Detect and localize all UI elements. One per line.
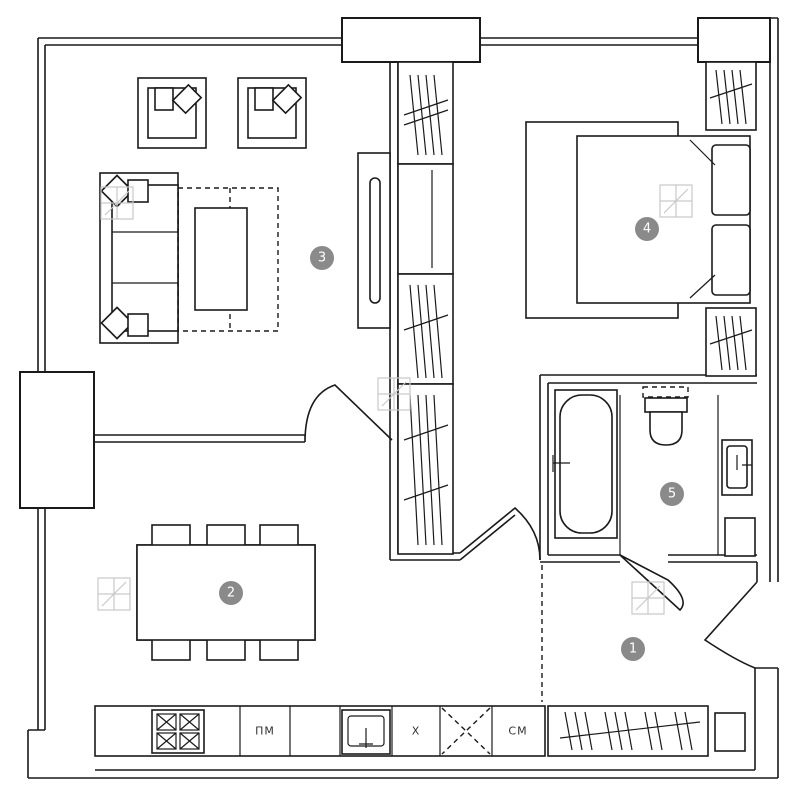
svg-text:5: 5 — [668, 487, 676, 502]
room-badge-4: 4 — [635, 217, 659, 241]
room-badge-5: 5 — [660, 482, 684, 506]
armchair-2 — [237, 77, 307, 149]
coffee-table — [194, 207, 248, 311]
bed — [525, 121, 751, 319]
wardrobe-hallway — [547, 705, 746, 757]
hob-cross-icon — [441, 707, 491, 755]
washbasin — [721, 439, 753, 496]
bathtub — [552, 389, 618, 539]
wardrobe-upper — [397, 61, 454, 555]
fridge-label: Х — [412, 725, 421, 738]
bathroom-cabinet — [724, 517, 756, 557]
washer-label: СМ — [508, 725, 527, 738]
room-badge-3: 3 — [310, 246, 334, 270]
svg-text:4: 4 — [643, 222, 651, 237]
column-bottom-left — [27, 729, 45, 778]
wardrobe-bedroom — [705, 61, 757, 377]
sofa — [99, 172, 179, 344]
room-badge-1: 1 — [621, 637, 645, 661]
watermark-icon — [97, 184, 693, 615]
armchair-1 — [137, 77, 207, 149]
svg-text:2: 2 — [227, 586, 235, 601]
room-badge-2: 2 — [219, 581, 243, 605]
dishwasher-label: ПМ — [255, 725, 275, 738]
column-left — [19, 371, 95, 509]
column-top-right — [697, 17, 771, 63]
tv-unit — [357, 152, 391, 329]
stove-icon — [151, 709, 205, 754]
toilet — [642, 386, 689, 446]
svg-text:1: 1 — [629, 642, 637, 657]
svg-text:3: 3 — [318, 251, 326, 266]
sink-icon — [341, 709, 391, 755]
column-top — [341, 17, 481, 63]
rug — [177, 187, 279, 332]
